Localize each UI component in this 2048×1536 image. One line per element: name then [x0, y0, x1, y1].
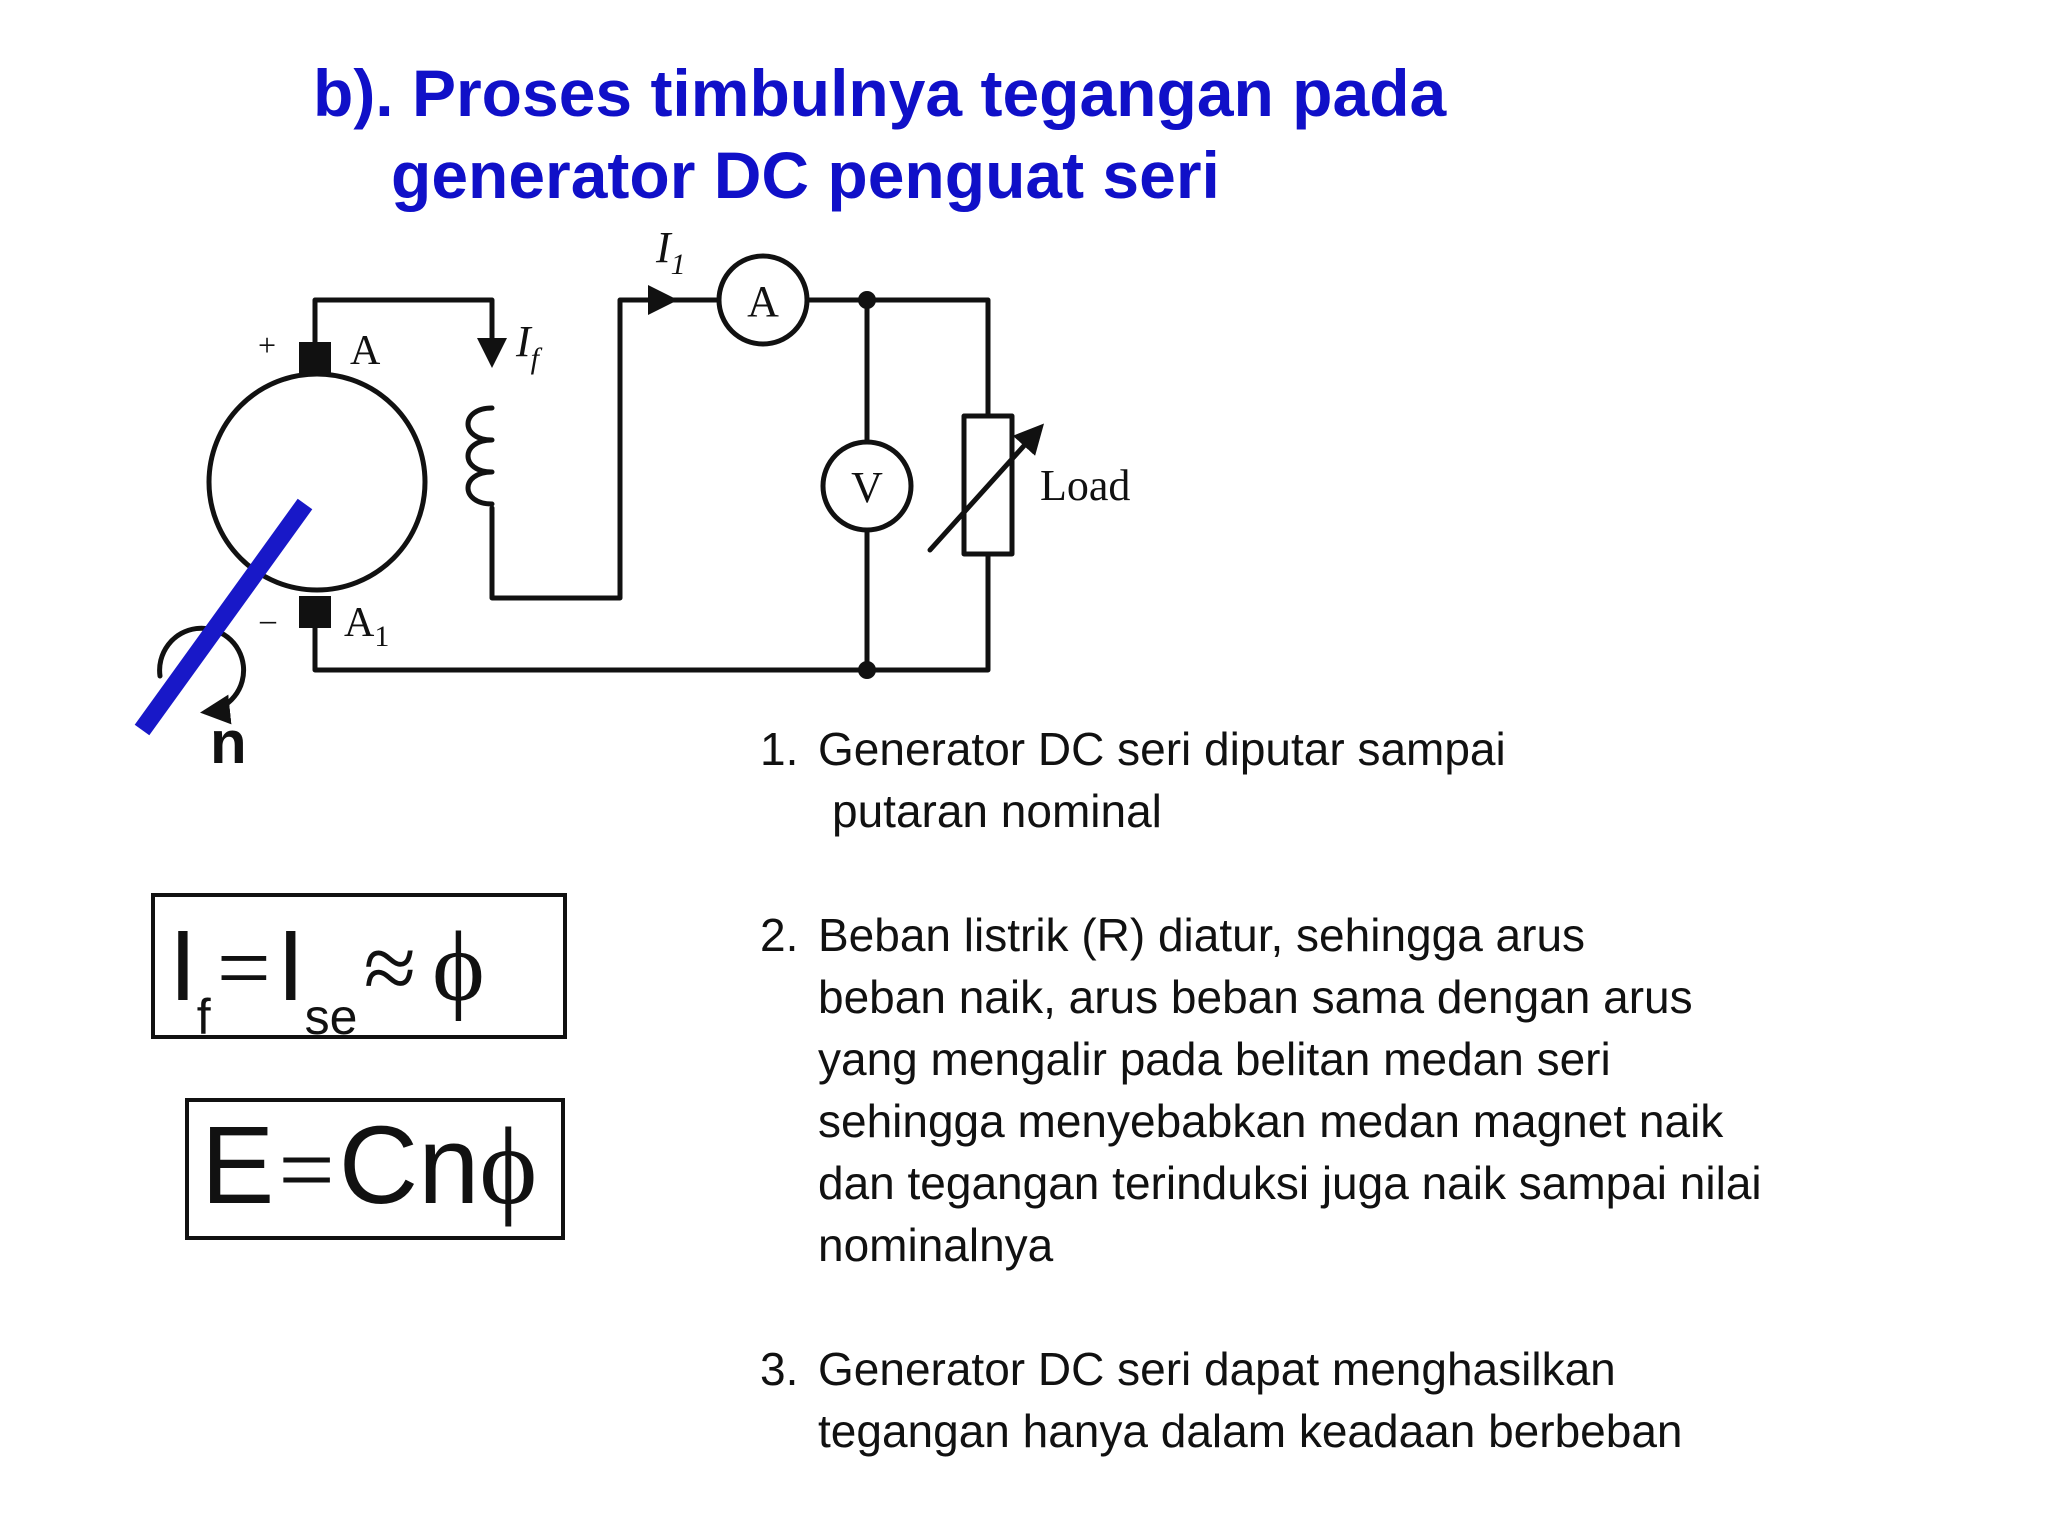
title-line-1: b). Proses timbulnya tegangan pada	[313, 56, 1447, 130]
equation-emf: E=Cnϕ	[201, 1104, 538, 1227]
voltmeter-label: V	[851, 463, 883, 512]
brush-a1	[299, 596, 331, 628]
list-item: 3. Generator DC seri dapat menghasilkan …	[760, 1343, 1683, 1457]
series-generator-circuit-diagram: + – A A1 If I1 A V Load	[134, 223, 1130, 736]
shaft-icon	[134, 498, 313, 736]
series-field-coil	[465, 405, 495, 507]
title-line-2: generator DC penguat seri	[391, 138, 1220, 212]
ammeter-label: A	[747, 277, 779, 326]
load-variable-arrow	[927, 423, 1045, 553]
wire-top-left	[312, 297, 495, 348]
voltmeter-circle	[820, 439, 914, 533]
load-resistor	[961, 413, 1015, 557]
wire-top-right	[805, 297, 991, 417]
equation-field-current-box: If=Ise≈ϕ	[151, 893, 567, 1045]
list-item: 1. Generator DC seri diputar sampai puta…	[760, 723, 1506, 837]
terminal-plus-label: +	[258, 327, 276, 363]
brush-a	[299, 342, 331, 374]
wire-load-bottom	[312, 553, 991, 673]
rotation-speed-label: n	[210, 709, 247, 776]
line-current-label: I1	[655, 223, 686, 281]
equation-field-current: If=Ise≈ϕ	[169, 910, 485, 1045]
junction-bottom	[858, 661, 876, 679]
armature-circle	[206, 371, 428, 593]
junction-top	[858, 291, 876, 309]
terminal-minus-label: –	[259, 601, 277, 637]
list-item: 2. Beban listrik (R) diatur, sehingga ar…	[760, 909, 1762, 1271]
slide-title: b). Proses timbulnya tegangan pada gener…	[313, 52, 1446, 216]
load-label: Load	[1040, 461, 1130, 510]
rotation-arc-icon	[157, 625, 247, 725]
field-current-label: If	[515, 317, 543, 375]
terminal-a1-label: A1	[344, 600, 389, 653]
terminal-a-label: A	[350, 328, 381, 374]
equation-emf-box: E=Cnϕ	[185, 1098, 565, 1240]
ammeter-circle	[716, 253, 810, 347]
process-steps-list: 1. Generator DC seri diputar sampai puta…	[760, 718, 1960, 1462]
